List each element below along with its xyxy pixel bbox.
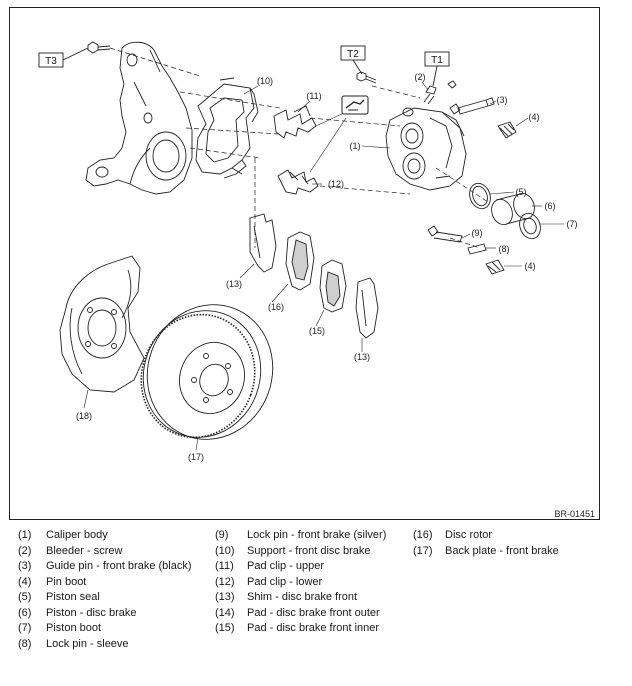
exploded-diagram: T3 (10) — [38, 41, 595, 519]
legend-item: (2)Bleeder - screw — [18, 544, 123, 557]
pad-clip-lower — [277, 169, 319, 195]
legend-item: (15)Pad - disc brake front inner — [215, 622, 380, 634]
legend-item: (9)Lock pin - front brake (silver) — [215, 529, 387, 541]
caliper-bolt — [356, 71, 377, 84]
svg-text:T1: T1 — [431, 55, 443, 66]
legend-item: (10)Support - front disc brake — [215, 544, 371, 557]
legend-item: (16)Disc rotor — [413, 529, 493, 541]
torque-tag-t3: T3 — [38, 47, 89, 68]
legend-item: (13)Shim - disc brake front — [215, 591, 358, 603]
support-disc-brake — [195, 77, 259, 179]
legend-column-1: (1)Caliper body (2)Bleeder - screw (3)Gu… — [18, 528, 192, 652]
piston — [491, 192, 535, 226]
callout-10: (10) — [257, 76, 273, 86]
callout-8: (8) — [499, 244, 510, 254]
parts-legend: (1)Caliper body (2)Bleeder - screw (3)Gu… — [0, 528, 632, 678]
figure-id: BR-01451 — [554, 509, 595, 519]
callout-4b: (4) — [525, 261, 536, 271]
callout-15: (15) — [309, 326, 325, 336]
torque-tag-t2: T2 — [340, 45, 366, 75]
pin-boot-lower — [485, 259, 505, 275]
lock-pin-sleeve — [467, 243, 487, 255]
piston-seal — [469, 182, 491, 210]
callout-16: (16) — [268, 302, 284, 312]
pin-boot-upper — [497, 121, 517, 139]
grease-symbol-icon — [341, 95, 369, 115]
piston-boot — [519, 212, 541, 240]
svg-text:T2: T2 — [347, 49, 359, 60]
callout-1: (1) — [350, 141, 361, 151]
steering-knuckle — [85, 41, 193, 195]
caliper-body — [385, 107, 467, 191]
shim-left — [249, 213, 277, 273]
callout-5: (5) — [516, 187, 527, 197]
legend-item: (12)Pad clip - lower — [215, 575, 323, 588]
callout-11: (11) — [306, 91, 321, 101]
legend-item: (5)Piston seal — [18, 591, 100, 603]
legend-item: (14)Pad - disc brake front outer — [215, 606, 380, 619]
legend-item: (8)Lock pin - sleeve — [18, 637, 129, 650]
grease-leader — [309, 111, 347, 173]
disc-rotor — [140, 304, 274, 440]
callout-2: (2) — [415, 72, 426, 82]
callout-18: (18) — [76, 411, 92, 421]
callout-6: (6) — [545, 201, 556, 211]
legend-column-2: (9)Lock pin - front brake (silver) (10)S… — [215, 528, 386, 637]
back-plate — [59, 255, 145, 393]
outer-pad — [285, 231, 315, 291]
exploded-diagram-frame: T3 (10) — [9, 7, 600, 520]
bleeder-screw — [423, 80, 457, 105]
callout-17: (17) — [188, 452, 204, 462]
legend-item: (3)Guide pin - front brake (black) — [18, 560, 192, 572]
callout-9: (9) — [472, 228, 483, 238]
pad-clip-upper — [273, 105, 317, 139]
lock-pin — [427, 225, 463, 243]
knuckle-bolt — [87, 41, 111, 54]
callout-13a: (13) — [226, 279, 242, 289]
inner-pad — [319, 259, 347, 313]
legend-item: (1)Caliper body — [18, 529, 108, 541]
callout-4a: (4) — [529, 112, 540, 122]
callout-12: (12) — [328, 179, 344, 189]
callout-3: (3) — [497, 95, 508, 105]
callout-7: (7) — [567, 219, 578, 229]
guide-pin — [449, 97, 495, 115]
torque-tag-t1: T1 — [424, 51, 450, 87]
alignment-lines — [109, 47, 489, 249]
legend-column-3: (16)Disc rotor (17)Back plate - front br… — [413, 528, 559, 559]
legend-item: (7)Piston boot — [18, 622, 102, 634]
legend-item: (17)Back plate - front brake — [413, 544, 559, 557]
legend-item: (4)Pin boot — [18, 575, 87, 588]
legend-item: (11)Pad clip - upper — [215, 560, 325, 572]
callout-13b: (13) — [354, 352, 370, 362]
svg-text:T3: T3 — [45, 56, 57, 67]
legend-item: (6)Piston - disc brake — [18, 606, 137, 619]
shim-right — [355, 277, 379, 339]
